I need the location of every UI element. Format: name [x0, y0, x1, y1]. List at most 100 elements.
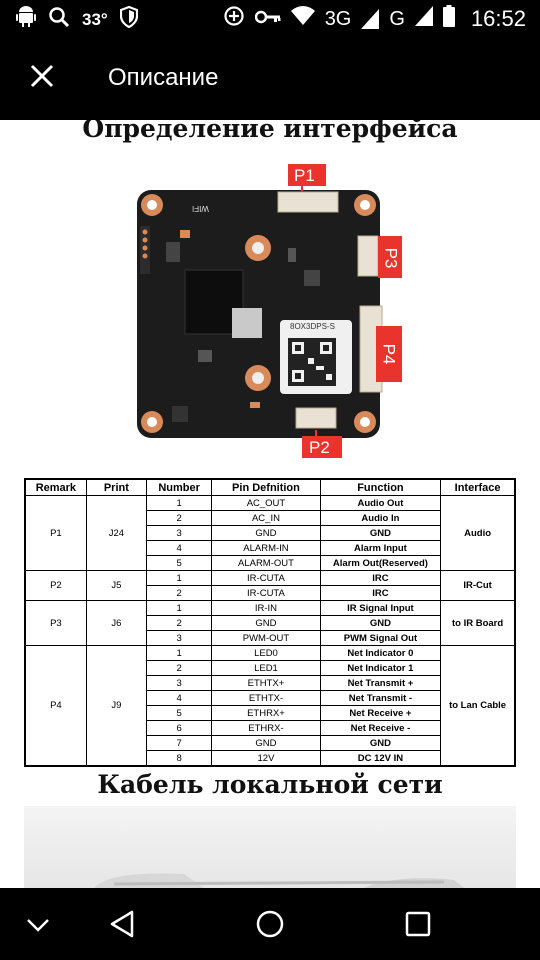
cell-number: 2: [145, 615, 213, 631]
cell-number: 1: [145, 645, 213, 661]
cell-function: Net Indicator 1: [319, 660, 442, 676]
cell-interface: to IR Board: [440, 600, 516, 646]
cell-number: 3: [145, 525, 213, 541]
back-button[interactable]: [104, 906, 140, 942]
cell-function: Alarm Input: [319, 540, 442, 556]
back-icon: [110, 910, 134, 938]
chevron-down-icon: [27, 919, 49, 932]
cell-number: 6: [145, 720, 213, 736]
cell-function: GND: [319, 525, 442, 541]
cell-pin-definition: PWM-OUT: [211, 630, 321, 646]
cell-number: 2: [145, 660, 213, 676]
header-pin-definition: Pin Defnition: [211, 478, 321, 496]
lan-cable-heading: Кабель локальной сети: [97, 770, 443, 799]
cell-interface: Audio: [440, 495, 516, 571]
key-icon: [254, 8, 281, 31]
board-image: P1 P3 P4 P2 WIFI 8OX3DPS-S: [0, 160, 540, 470]
close-button[interactable]: [26, 60, 58, 92]
cell-pin-definition: AC_OUT: [211, 495, 321, 511]
header-function: Function: [319, 478, 442, 496]
search-icon: [48, 6, 70, 33]
data-saver-icon: [223, 5, 245, 33]
cell-number: 5: [145, 705, 213, 721]
cell-print: J24: [85, 495, 147, 571]
label-p1: P1: [294, 166, 315, 185]
header-remark: Remark: [24, 478, 87, 496]
cell-function: Net Transmit -: [319, 690, 442, 706]
cell-pin-definition: ETHTX+: [211, 675, 321, 691]
home-button[interactable]: [252, 906, 288, 942]
cell-number: 1: [145, 600, 213, 616]
battery-icon: [442, 5, 455, 33]
cell-function: GND: [319, 615, 442, 631]
lan-cable-photo: [24, 806, 516, 888]
cell-number: 7: [145, 735, 213, 751]
cell-pin-definition: ETHRX-: [211, 720, 321, 736]
cell-number: 4: [145, 540, 213, 556]
cell-pin-definition: GND: [211, 525, 321, 541]
close-icon: [30, 64, 54, 88]
cell-pin-definition: GND: [211, 735, 321, 751]
cell-interface: to Lan Cable: [440, 645, 516, 767]
cell-interface: IR-Cut: [440, 570, 516, 601]
hide-keyboard-button[interactable]: [20, 906, 56, 942]
home-icon: [256, 910, 284, 938]
cell-function: IRC: [319, 570, 442, 586]
cell-pin-definition: LED0: [211, 645, 321, 661]
shield-icon: [119, 5, 138, 33]
status-bar: 33° 3G G 16:52: [0, 0, 540, 36]
cell-function: Audio In: [319, 510, 442, 526]
description-content[interactable]: Определение интерфейса: [0, 120, 540, 888]
cell-pin-definition: ALARM-IN: [211, 540, 321, 556]
cell-number: 8: [145, 750, 213, 767]
cell-number: 1: [145, 570, 213, 586]
app-bar: Описание: [0, 36, 540, 120]
cell-number: 3: [145, 675, 213, 691]
cell-function: Net Receive -: [319, 720, 442, 736]
label-p4: P4: [379, 343, 399, 365]
signal-icon-2: [414, 6, 433, 32]
cell-remark: P1: [24, 495, 87, 571]
wifi-icon: [290, 6, 315, 32]
cell-pin-definition: IR-CUTA: [211, 570, 321, 586]
header-number: Number: [145, 478, 213, 496]
signal-icon: [361, 9, 380, 29]
temperature-text: 33°: [82, 9, 108, 29]
label-wifi: WIFI: [192, 204, 209, 213]
cell-number: 4: [145, 690, 213, 706]
cell-pin-definition: GND: [211, 615, 321, 631]
cell-pin-definition: IR-IN: [211, 600, 321, 616]
clock: 16:52: [470, 6, 526, 31]
cell-pin-definition: AC_IN: [211, 510, 321, 526]
cell-remark: P3: [24, 600, 87, 646]
cell-pin-definition: LED1: [211, 660, 321, 676]
cell-function: Audio Out: [319, 495, 442, 511]
cell-function: DC 12V IN: [319, 750, 442, 767]
cell-remark: P4: [24, 645, 87, 767]
cell-number: 2: [145, 585, 213, 601]
android-icon: [16, 6, 36, 33]
interface-heading: Определение интерфейса: [82, 120, 458, 143]
header-print: Print: [85, 478, 147, 496]
table-header-row: Remark Print Number Pin Defnition Functi…: [24, 478, 516, 496]
cell-function: PWM Signal Out: [319, 630, 442, 646]
cell-remark: P2: [24, 570, 87, 601]
label-p3: P3: [381, 247, 401, 269]
recents-button[interactable]: [400, 906, 436, 942]
page-title: Описание: [108, 64, 219, 91]
cell-function: Alarm Out(Reserved): [319, 555, 442, 571]
module-text: 8OX3DPS-S: [290, 322, 335, 331]
